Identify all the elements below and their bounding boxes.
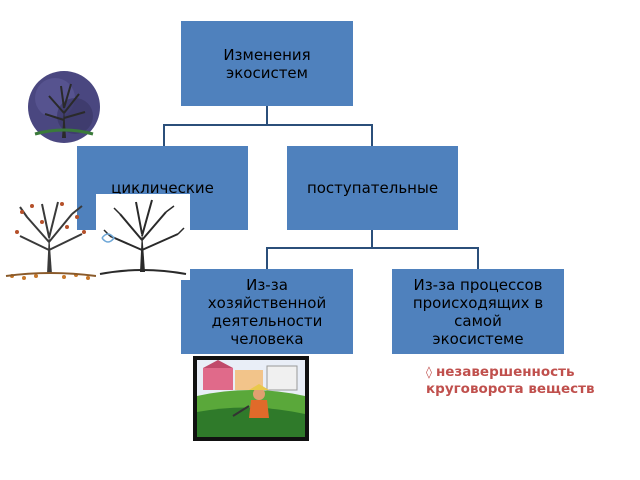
node-human-activity: Из-за хозяйственной деятельности человек… xyxy=(181,269,353,354)
square-bullet-icon: ◊ xyxy=(426,365,432,379)
root-node: Изменения экосистем xyxy=(181,21,353,106)
connector-to-progressive xyxy=(371,124,373,146)
connector-progressive-down xyxy=(371,230,373,248)
node-progressive-label: поступательные xyxy=(306,179,439,197)
winter-tree-illustration xyxy=(96,194,190,280)
autumn-tree-illustration xyxy=(5,201,97,280)
connector-level1-horizontal xyxy=(163,124,373,126)
connector-to-ecosystem xyxy=(477,247,479,269)
node-ecosystem-processes-label: Из-за процессов происходящих в самой эко… xyxy=(412,275,544,348)
root-node-label: Изменения экосистем xyxy=(223,45,311,82)
farmer-field-illustration xyxy=(193,356,309,441)
node-human-activity-label: Из-за хозяйственной деятельности человек… xyxy=(207,275,327,348)
connector-root-down xyxy=(266,106,268,124)
node-cyclic-label: циклические xyxy=(111,179,214,197)
connector-to-human xyxy=(266,247,268,269)
connector-to-cyclic xyxy=(163,124,165,146)
note-incomplete-cycle: ◊незавершенность круговорота веществ xyxy=(426,364,626,398)
dark-tree-illustration xyxy=(28,71,100,143)
note-text: незавершенность круговорота веществ xyxy=(426,364,595,397)
node-ecosystem-processes: Из-за процессов происходящих в самой эко… xyxy=(392,269,564,354)
node-progressive: поступательные xyxy=(287,146,458,230)
connector-level2-horizontal xyxy=(266,247,479,249)
